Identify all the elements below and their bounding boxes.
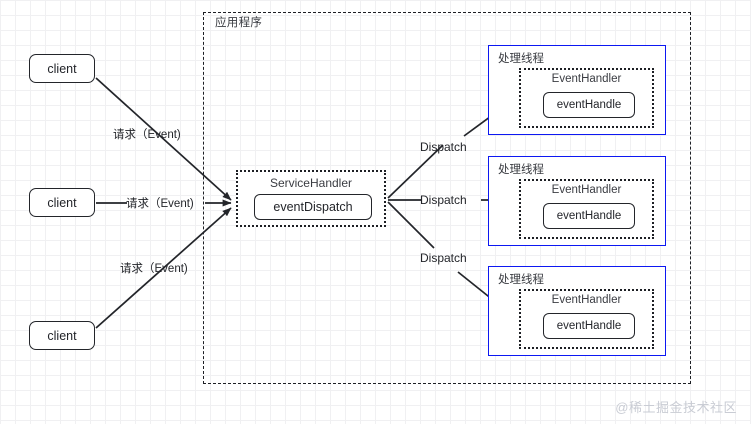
- thread-node-3[interactable]: 处理线程 EventHandler eventHandle: [488, 266, 666, 356]
- edge-label-request-3: 请求（Event): [120, 263, 188, 275]
- thread-node-title: 处理线程: [498, 53, 544, 65]
- event-handle-method[interactable]: eventHandle: [543, 203, 635, 229]
- event-handler-title: EventHandler: [551, 73, 622, 85]
- event-handler-title: EventHandler: [551, 184, 622, 196]
- thread-node-title: 处理线程: [498, 164, 544, 176]
- event-dispatch-method[interactable]: eventDispatch: [254, 194, 372, 220]
- thread-node-title: 处理线程: [498, 274, 544, 286]
- event-handle-method[interactable]: eventHandle: [543, 92, 635, 118]
- client-node-label: client: [47, 195, 77, 210]
- edge-label-request-2: 请求（Event): [126, 198, 194, 210]
- event-handler-title: EventHandler: [551, 294, 622, 306]
- client-node-2[interactable]: client: [29, 188, 95, 217]
- event-handle-method[interactable]: eventHandle: [543, 313, 635, 339]
- watermark: @稀土掘金技术社区: [615, 400, 737, 415]
- edge-label-dispatch-1: Dispatch: [420, 140, 467, 154]
- edge-label-dispatch-2: Dispatch: [420, 193, 467, 207]
- edge-label-dispatch-3: Dispatch: [420, 251, 467, 265]
- client-node-label: client: [47, 61, 77, 76]
- client-node-label: client: [47, 328, 77, 343]
- service-handler-node[interactable]: ServiceHandler eventDispatch: [236, 170, 386, 227]
- client-node-1[interactable]: client: [29, 54, 95, 83]
- client-node-3[interactable]: client: [29, 321, 95, 350]
- thread-node-2[interactable]: 处理线程 EventHandler eventHandle: [488, 156, 666, 246]
- event-handler-node[interactable]: EventHandler eventHandle: [519, 179, 654, 239]
- edge-label-request-1: 请求（Event): [113, 129, 181, 141]
- event-handler-node[interactable]: EventHandler eventHandle: [519, 289, 654, 349]
- application-container-title: 应用程序: [215, 17, 263, 29]
- service-handler-title: ServiceHandler: [269, 176, 353, 190]
- event-handler-node[interactable]: EventHandler eventHandle: [519, 68, 654, 128]
- thread-node-1[interactable]: 处理线程 EventHandler eventHandle: [488, 45, 666, 135]
